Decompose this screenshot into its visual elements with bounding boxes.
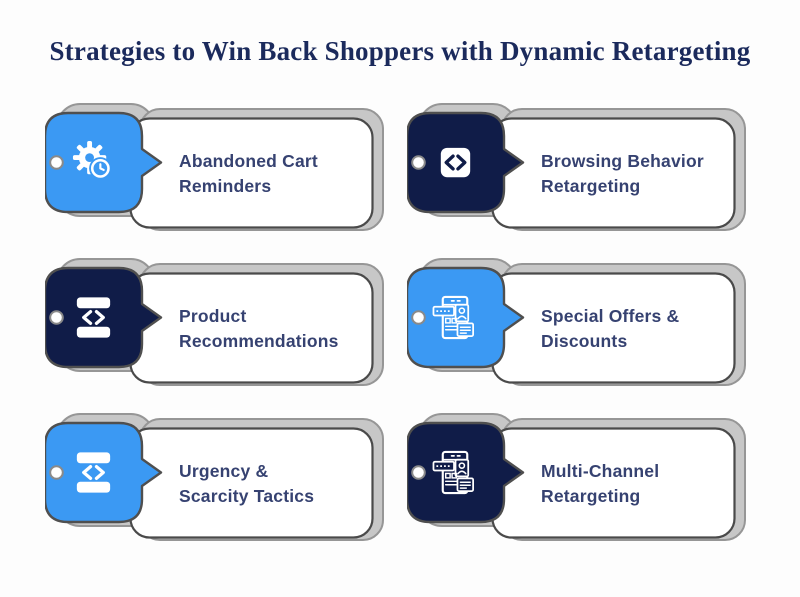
- mobile-code-icon: [70, 449, 117, 496]
- card-label-line1: Browsing Behavior: [541, 151, 704, 171]
- browser-wireframe-icon: [432, 449, 479, 496]
- card-label: Browsing Behavior Retargeting: [541, 120, 739, 228]
- card-label-line1: Special Offers &: [541, 306, 680, 326]
- strategy-card-multi-channel: Multi-Channel Retargeting: [407, 406, 752, 543]
- card-label-line1: Multi-Channel: [541, 461, 660, 481]
- card-label-line2: Recommendations: [179, 331, 339, 351]
- card-label-line2: Reminders: [179, 176, 272, 196]
- card-label-line2: Retargeting: [541, 176, 641, 196]
- strategy-card-browsing-behavior: Browsing Behavior Retargeting: [407, 96, 752, 233]
- card-label-line2: Scarcity Tactics: [179, 486, 315, 506]
- strategy-card-special-offers: Special Offers & Discounts: [407, 251, 752, 388]
- card-label-line1: Product: [179, 306, 247, 326]
- card-label-line2: Discounts: [541, 331, 628, 351]
- card-label-line1: Abandoned Cart: [179, 151, 318, 171]
- card-label: Urgency & Scarcity Tactics: [179, 430, 377, 538]
- browser-wireframe-icon: [432, 294, 479, 341]
- code-square-icon: [432, 139, 479, 186]
- page-title: Strategies to Win Back Shoppers with Dyn…: [49, 36, 751, 66]
- strategy-card-abandoned-cart: Abandoned Cart Reminders: [45, 96, 390, 233]
- mobile-code-icon: [70, 294, 117, 341]
- strategy-card-urgency-scarcity: Urgency & Scarcity Tactics: [45, 406, 390, 543]
- strategy-card-product-recommendations: Product Recommendations: [45, 251, 390, 388]
- card-label: Product Recommendations: [179, 275, 377, 383]
- card-label: Multi-Channel Retargeting: [541, 430, 739, 538]
- gear-clock-icon: [70, 139, 117, 186]
- card-label-line2: Retargeting: [541, 486, 641, 506]
- card-label: Abandoned Cart Reminders: [179, 120, 377, 228]
- card-label: Special Offers & Discounts: [541, 275, 739, 383]
- card-label-line1: Urgency &: [179, 461, 269, 481]
